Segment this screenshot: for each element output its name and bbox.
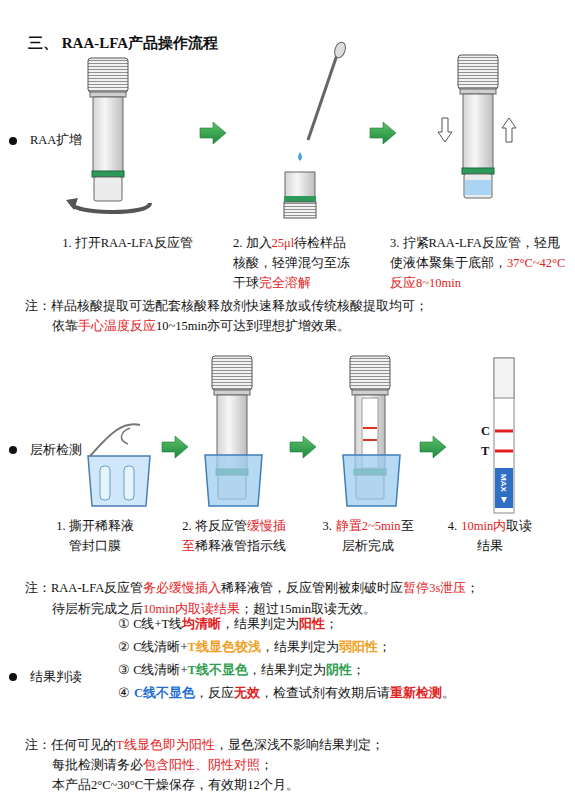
text-segment: RAA扩增 [30, 133, 82, 147]
text-segment: T线显色较浅 [188, 640, 261, 654]
text-line: 结果判读 [30, 667, 82, 687]
text-segment: 。 [442, 686, 455, 700]
text-segment: ① C线+T线 [118, 617, 182, 631]
text-segment: 10~15min亦可达到理想扩增效果。 [156, 319, 350, 333]
text-segment: ，结果判定为 [261, 640, 339, 654]
text-line: 1. 打开RAA-LFA反应管 [40, 233, 215, 253]
text-line: 每批检测请务必包含阳性、阴性对照； [52, 755, 273, 775]
text-line: 2. 将反应管缓慢插至稀释液管指示线 [176, 516, 292, 556]
text-line: 依靠手心温度反应10~15min亦可达到理想扩增效果。 [52, 316, 350, 336]
text-segment: ③ C线清晰+ [118, 663, 188, 677]
text-segment: 手心温度反应 [78, 319, 156, 333]
text-segment: 完全溶解 [259, 276, 311, 290]
text-segment: 暂停3s泄压 [403, 581, 466, 595]
text-line: 2. 加入25μl待检样品核酸，轻弹混匀至冻干球完全溶解 [233, 233, 357, 293]
text-segment: 无效 [234, 686, 260, 700]
text-segment: 10min内 [461, 519, 506, 533]
text-segment: 注：样品核酸提取可选配套核酸释放剂快速释放或传统核酸提取均可； [25, 299, 428, 313]
text-line: 注：样品核酸提取可选配套核酸释放剂快速释放或传统核酸提取均可； [25, 296, 428, 316]
page-title: 三、 RAA-LFA产品操作流程 [28, 33, 218, 53]
text-line: 本产品2°C~30°C干燥保存，有效期12个月。 [52, 775, 299, 795]
text-segment: 包含阳性、阴性对照 [143, 758, 260, 772]
text-segment: 25μl [272, 236, 295, 250]
text-segment: 依靠 [52, 319, 78, 333]
text-segment: 结果判读 [30, 670, 82, 684]
text-segment: ，反应 [195, 686, 234, 700]
text-segment: 注：任何可见的 [25, 738, 116, 752]
text-line: 3. 拧紧RAA-LFA反应管，轻甩使液体聚集于底部，37°C~42°C反应8~… [390, 233, 566, 293]
text-segment: 稀释液管，反应管刚被刺破时应 [221, 581, 403, 595]
text-line: 3.静置2~5min至层析完成 [316, 516, 420, 556]
text-segment: ； [378, 640, 391, 654]
text-segment: ； [466, 581, 479, 595]
text-segment: C [481, 424, 490, 438]
text-line: MAX [497, 467, 509, 499]
text-segment: T线显色即为阳性 [116, 738, 215, 752]
text-line: ③ C线清晰+T线不显色，结果判定为阴性； [118, 660, 365, 680]
text-segment: ； [325, 617, 338, 631]
text-line: C [481, 421, 490, 441]
text-line: ① C线+T线均清晰，结果判定为阳性； [118, 614, 338, 634]
text-segment: 3. [322, 519, 331, 533]
text-line: 注：RAA-LFA反应管务必缓慢插入稀释液管，反应管刚被刺破时应暂停3s泄压； [25, 578, 479, 598]
text-segment: ④ [118, 686, 130, 700]
text-segment: 2. 加入 [233, 236, 272, 250]
text-segment: T [481, 444, 489, 458]
text-line: 层析检测 [30, 440, 82, 460]
text-segment: 稀释液管指示线 [195, 539, 286, 553]
text-segment: 阳性 [299, 617, 325, 631]
text-line: RAA扩增 [30, 130, 82, 150]
text-segment: 注：RAA-LFA反应管 [25, 581, 143, 595]
text-segment: 1. 打开RAA-LFA反应管 [62, 236, 193, 250]
text-segment: ，结果判定为 [221, 617, 299, 631]
text-line: T [481, 441, 489, 461]
text-segment: MAX [499, 474, 508, 492]
text-segment: ，结果判定为 [248, 663, 326, 677]
text-segment: 静置2~5min [336, 519, 401, 533]
text-line: 待层析完成之后10min内取读结果；超过15min取读无效。 [52, 599, 376, 619]
text-line: ② C线清晰+T线显色较浅，结果判定为弱阳性； [118, 637, 391, 657]
text-segment: 重新检测 [390, 686, 442, 700]
text-segment: 每批检测请务必 [52, 758, 143, 772]
text-segment: C线不显色 [134, 686, 195, 700]
text-segment: 层析检测 [30, 443, 82, 457]
text-segment: 务必缓慢插入 [143, 581, 221, 595]
text-segment: ； [352, 663, 365, 677]
text-line: 4.10min内取读结果 [446, 516, 534, 556]
text-segment: 弱阳性 [339, 640, 378, 654]
text-line: 注：任何可见的T线显色即为阳性，显色深浅不影响结果判定； [25, 735, 384, 755]
text-segment: ，显色深浅不影响结果判定； [215, 738, 384, 752]
text-segment: 阴性 [326, 663, 352, 677]
text-segment: 1. 撕开稀释液管封口膜 [56, 519, 134, 553]
text-segment: 10min内取读结果 [143, 602, 240, 616]
text-segment: 均清晰 [182, 617, 221, 631]
text-segment: ；超过15min取读无效。 [240, 602, 376, 616]
text-segment: ； [260, 758, 273, 772]
text-line: ④ C线不显色，反应无效，检查试剂有效期后请重新检测。 [118, 683, 455, 703]
text-segment: ，检查试剂有效期后请 [260, 686, 390, 700]
text-segment: 本产品2°C~30°C干燥保存，有效期12个月。 [52, 778, 299, 792]
text-segment: 待层析完成之后 [52, 602, 143, 616]
text-line: 1. 撕开稀释液管封口膜 [52, 516, 138, 556]
text-segment: ② C线清晰+ [118, 640, 188, 654]
text-segment: T线不显色 [188, 663, 248, 677]
text-segment: 4. [448, 519, 457, 533]
text-segment: 2. 将反应管 [182, 519, 247, 533]
